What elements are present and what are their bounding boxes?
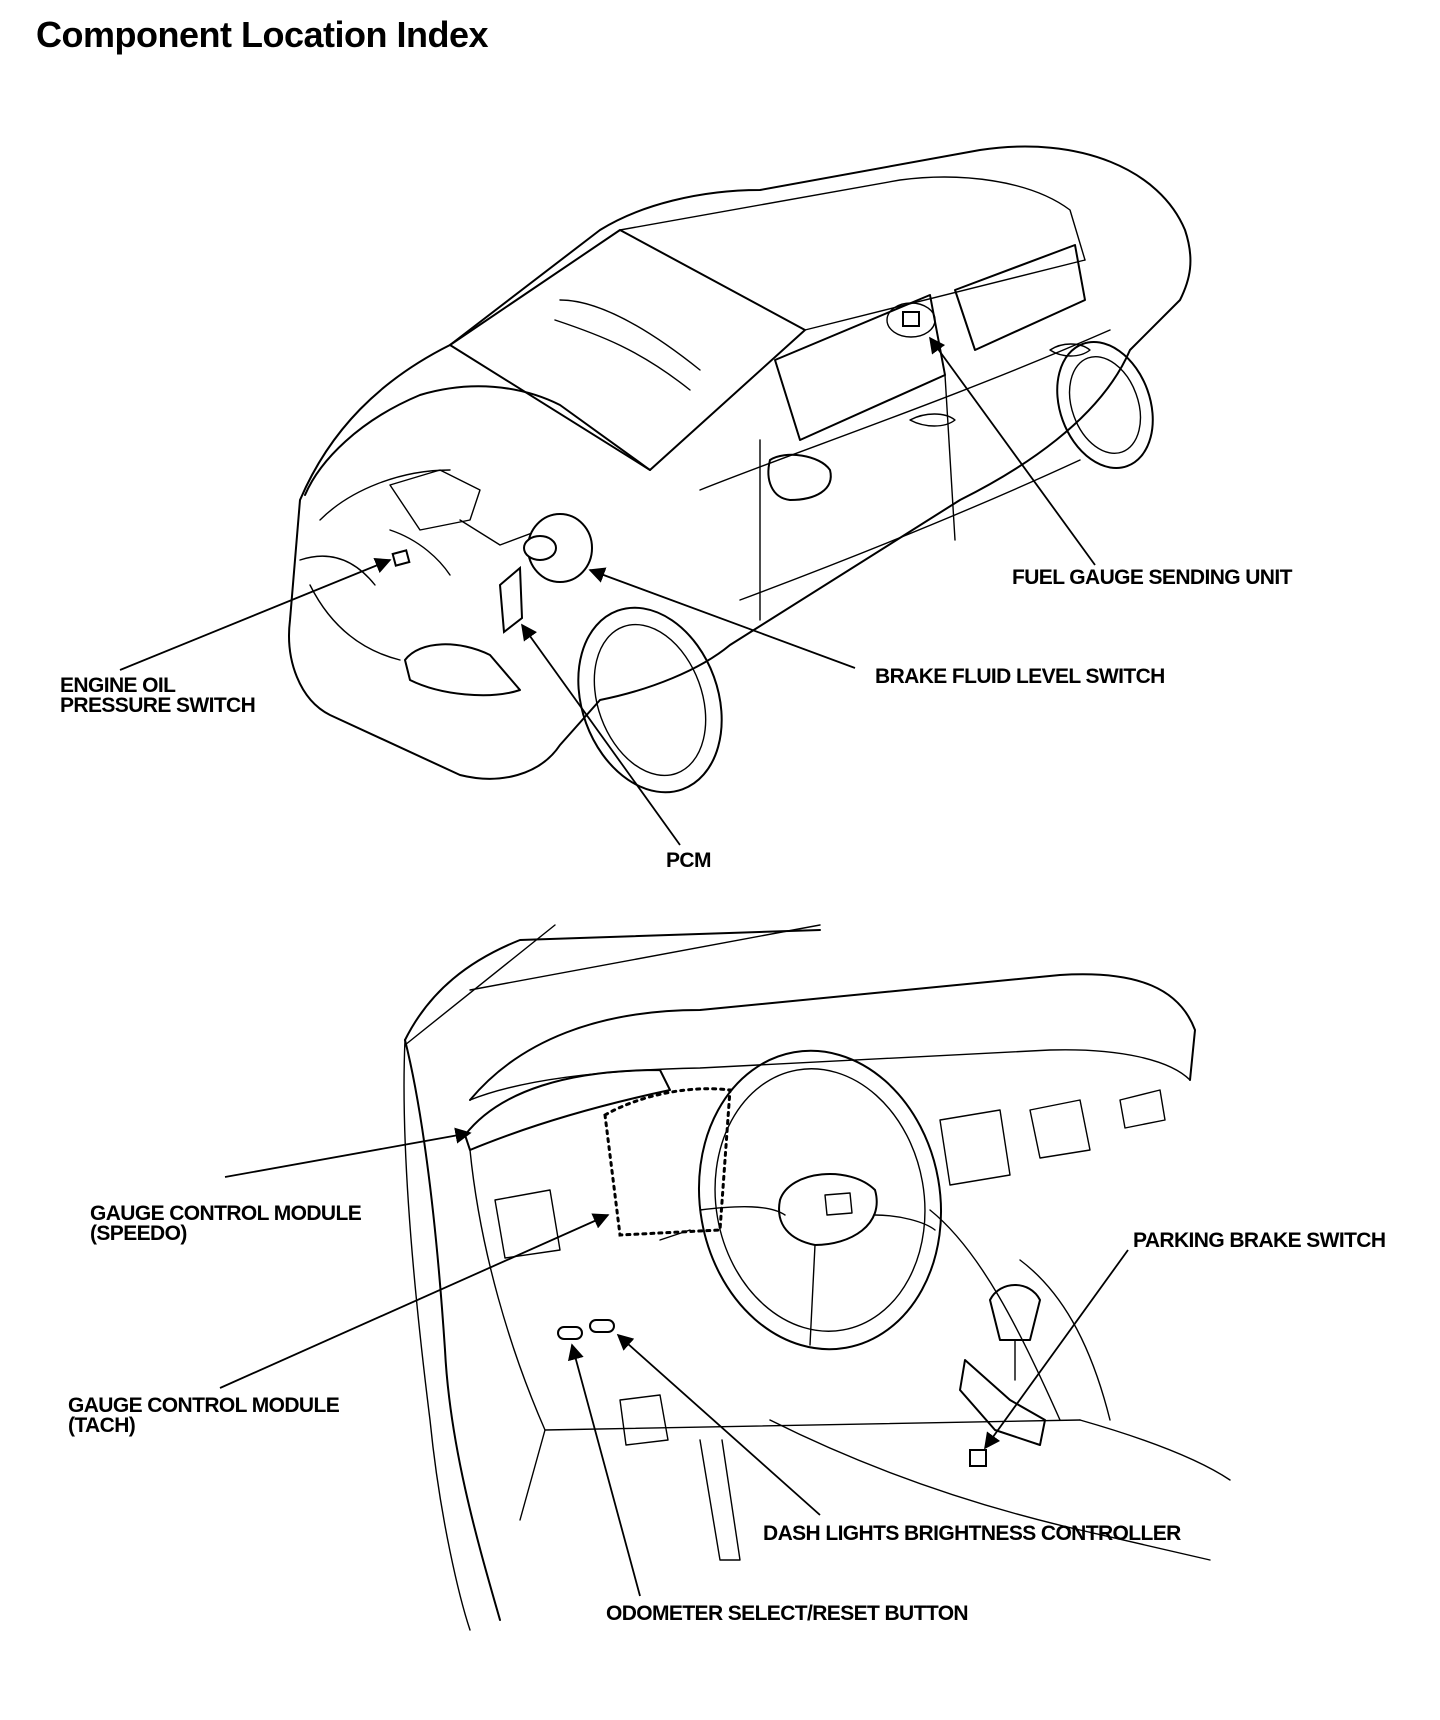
- label-pcm: PCM: [666, 849, 711, 872]
- interior-dashboard-illustration: [403, 924, 1231, 1631]
- label-gauge-control-module-tach-line1: GAUGE CONTROL MODULE: [68, 1394, 340, 1417]
- label-dash-lights-brightness-controller: DASH LIGHTS BRIGHTNESS CONTROLLER: [763, 1522, 1181, 1545]
- label-gauge-control-module-speedo-line1: GAUGE CONTROL MODULE: [90, 1202, 362, 1225]
- odometer-select-reset-button-part: [557, 1326, 583, 1340]
- leader-gauge-control-module-speedo: [224, 1127, 472, 1178]
- parking-brake-switch-part: [969, 1449, 987, 1467]
- car-exterior-illustration: [288, 145, 1192, 794]
- leader-parking-brake-switch: [984, 1249, 1129, 1450]
- pcm-part: [498, 565, 524, 634]
- label-fuel-gauge-sending-unit: FUEL GAUGE SENDING UNIT: [1012, 566, 1293, 589]
- leader-engine-oil-pressure-switch: [119, 557, 392, 671]
- leader-gauge-control-module-tach: [219, 1213, 610, 1389]
- label-gauge-control-module-tach-line2: (TACH): [68, 1414, 135, 1437]
- gauge-control-module-tach-outline: [603, 1087, 732, 1237]
- fuel-filler-access-outline: [886, 302, 936, 338]
- leader-pcm: [521, 623, 681, 846]
- label-odometer-select-reset-button: ODOMETER SELECT/RESET BUTTON: [606, 1602, 968, 1625]
- dash-lights-brightness-controller-part: [589, 1319, 615, 1333]
- label-engine-oil-pressure-switch-line1: ENGINE OIL: [60, 674, 176, 697]
- label-engine-oil-pressure-switch-line2: PRESSURE SWITCH: [60, 694, 255, 717]
- page-title: Component Location Index: [36, 14, 489, 55]
- leader-dash-lights-brightness-controller: [616, 1333, 821, 1516]
- leader-brake-fluid-level-switch: [588, 567, 856, 669]
- leader-fuel-gauge-sending-unit: [929, 336, 1096, 566]
- fuel-gauge-sending-unit-part: [902, 311, 920, 327]
- label-brake-fluid-level-switch: BRAKE FLUID LEVEL SWITCH: [875, 665, 1165, 688]
- brake-fluid-reservoir-part: [523, 513, 593, 583]
- engine-oil-pressure-switch-part: [391, 549, 411, 567]
- steering-wheel: [659, 1049, 943, 1351]
- leader-odometer-select-reset-button: [567, 1343, 641, 1597]
- label-gauge-control-module-speedo-line2: (SPEEDO): [90, 1222, 187, 1245]
- label-parking-brake-switch: PARKING BRAKE SWITCH: [1133, 1229, 1385, 1252]
